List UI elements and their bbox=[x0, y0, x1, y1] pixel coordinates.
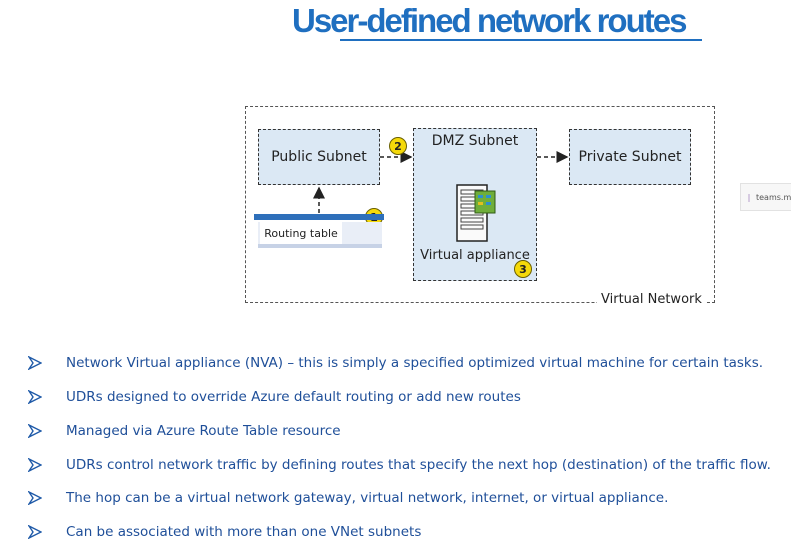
bullet-item: UDRs designed to override Azure default … bbox=[28, 389, 521, 405]
tooltip-text: teams.mic bbox=[756, 192, 791, 202]
bullet-text: Network Virtual appliance (NVA) – this i… bbox=[66, 355, 764, 371]
arrow-bullet-icon bbox=[28, 390, 42, 404]
arrow-bullet-icon bbox=[28, 525, 42, 539]
private-subnet: Private Subnet bbox=[569, 129, 691, 185]
bullet-item: UDRs control network traffic by defining… bbox=[28, 457, 771, 473]
screen-share-tooltip: ‖ teams.mic bbox=[740, 183, 791, 211]
slide-title: User-defined network routes bbox=[292, 2, 687, 39]
bullet-item: Network Virtual appliance (NVA) – this i… bbox=[28, 355, 763, 371]
arrow-bullet-icon bbox=[28, 458, 42, 472]
dmz-subnet-label: DMZ Subnet bbox=[431, 133, 519, 149]
drag-handle-icon: ‖ bbox=[747, 192, 751, 202]
arrow-bullet-icon bbox=[28, 424, 42, 438]
public-subnet-label: Public Subnet bbox=[271, 149, 367, 165]
routing-table-header-bar bbox=[254, 214, 384, 220]
title-underline bbox=[340, 39, 702, 41]
arrow-bullet-icon bbox=[28, 356, 42, 370]
bullet-text: The hop can be a virtual network gateway… bbox=[66, 490, 669, 506]
private-subnet-label: Private Subnet bbox=[578, 149, 682, 165]
bullet-item: Managed via Azure Route Table resource bbox=[28, 423, 341, 439]
step-badge-3: 3 bbox=[514, 260, 532, 278]
server-appliance-icon bbox=[456, 184, 496, 242]
bullet-text: Can be associated with more than one VNe… bbox=[66, 524, 422, 540]
virtual-network-label: Virtual Network bbox=[597, 292, 706, 307]
virtual-network-boundary bbox=[245, 106, 715, 303]
virtual-appliance-label: Virtual appliance bbox=[420, 248, 530, 263]
bullet-item: Can be associated with more than one VNe… bbox=[28, 524, 421, 540]
step-badge-2: 2 bbox=[389, 137, 407, 155]
arrow-bullet-icon bbox=[28, 491, 42, 505]
routing-table-label: Routing table bbox=[260, 222, 342, 244]
bullet-text: UDRs designed to override Azure default … bbox=[66, 389, 521, 405]
bullet-text: Managed via Azure Route Table resource bbox=[66, 423, 341, 439]
bullet-item: The hop can be a virtual network gateway… bbox=[28, 490, 668, 506]
public-subnet: Public Subnet bbox=[258, 129, 380, 185]
bullet-text: UDRs control network traffic by defining… bbox=[66, 457, 771, 473]
